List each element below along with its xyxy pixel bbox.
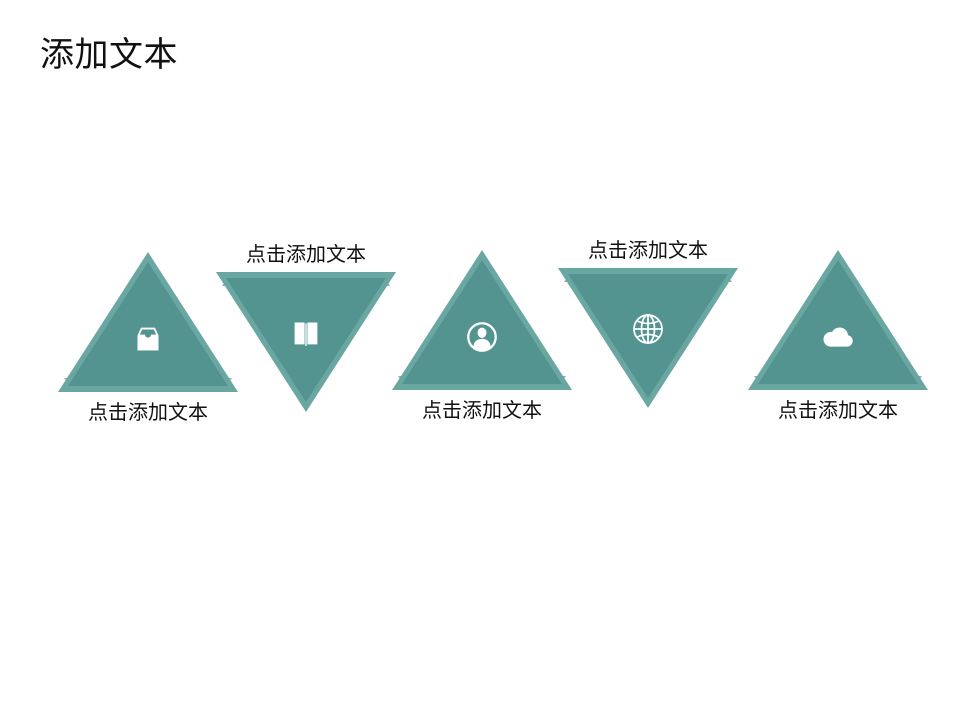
book-icon (285, 312, 327, 354)
item-caption-4: 点击添加文本 (588, 240, 708, 262)
infographic-item-2[interactable]: 点击添加文本 (216, 244, 396, 482)
globe-icon (627, 308, 669, 350)
infographic-item-4[interactable]: 点击添加文本 (558, 240, 738, 478)
triangle-shape-4 (558, 268, 738, 408)
item-caption-5: 点击添加文本 (778, 400, 898, 422)
triangle-shape-3 (392, 250, 572, 390)
user-icon (461, 316, 503, 358)
triangle-shape-2 (216, 272, 396, 412)
cloud-icon (817, 316, 859, 358)
infographic-item-3[interactable]: 点击添加文本 (392, 250, 572, 460)
item-caption-1: 点击添加文本 (88, 402, 208, 424)
item-caption-3: 点击添加文本 (422, 400, 542, 422)
triangle-shape-5 (748, 250, 928, 390)
item-caption-2: 点击添加文本 (246, 244, 366, 266)
inbox-icon (127, 318, 169, 360)
infographic-item-5[interactable]: 点击添加文本 (748, 250, 928, 460)
triangle-shape-1 (58, 252, 238, 392)
infographic-item-1[interactable]: 点击添加文本 (58, 252, 238, 462)
page-title: 添加文本 (40, 36, 178, 74)
